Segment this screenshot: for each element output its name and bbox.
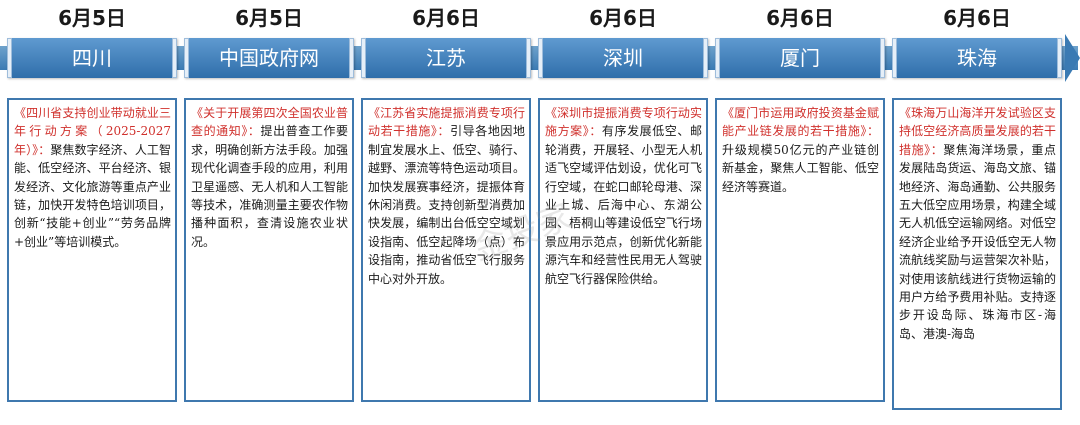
tab-edge-right xyxy=(880,38,885,78)
column-zhuhai: 6月6日 珠海 《珠海万山海洋开发试验区支持低空经济高质量发展的若干措施》：聚焦… xyxy=(892,0,1062,425)
column-sichuan: 6月5日 四川 《四川省支持创业带动就业三年行动方案（2025-2027年）》：… xyxy=(7,0,177,425)
policy-body: 有序发展低空、邮轮消费，开展轻、小型无人机适飞空域评估划设，优化可飞行空域，在蛇… xyxy=(545,124,702,286)
column-jiangsu: 6月6日 江苏 《江苏省实施提振消费专项行动若干措施》：引导各地因地制宜发展水上… xyxy=(361,0,531,425)
tab-edge-right xyxy=(526,38,531,78)
region-name: 珠海 xyxy=(957,46,997,70)
tab-edge-left xyxy=(7,38,12,78)
tab-edge-right xyxy=(172,38,177,78)
region-name: 厦门 xyxy=(780,46,820,70)
region-tab: 江苏 xyxy=(361,38,531,78)
policy-card: 《江苏省实施提振消费专项行动若干措施》：引导各地因地制宜发展水上、低空、骑行、越… xyxy=(361,98,531,402)
column-xiamen: 6月6日 厦门 《厦门市运用政府投资基金赋能产业链发展的若干措施》：升级规模50… xyxy=(715,0,885,425)
policy-body: 引导各地因地制宜发展水上、低空、骑行、越野、漂流等特色运动项目。加快发展赛事经济… xyxy=(368,124,525,286)
policy-title: 《江苏省实施提振消费专项行动若干措施》： xyxy=(368,106,525,139)
policy-card: 《四川省支持创业带动就业三年行动方案（2025-2027年）》：聚焦数字经济、人… xyxy=(7,98,177,402)
date-label: 6月6日 xyxy=(589,6,657,30)
tab-edge-left xyxy=(892,38,897,78)
policy-title: 《珠海万山海洋开发试验区支持低空经济高质量发展的若干措施》： xyxy=(899,106,1056,157)
date-label: 6月5日 xyxy=(235,6,303,30)
region-tab: 深圳 xyxy=(538,38,708,78)
policy-card: 《珠海万山海洋开发试验区支持低空经济高质量发展的若干措施》：聚焦海洋场景，重点发… xyxy=(892,98,1062,410)
policy-title: 《深圳市提振消费专项行动实施方案》： xyxy=(545,106,702,139)
tab-edge-right xyxy=(1057,38,1062,78)
date-label: 6月6日 xyxy=(943,6,1011,30)
tab-edge-left xyxy=(184,38,189,78)
policy-card: 《深圳市提振消费专项行动实施方案》：有序发展低空、邮轮消费，开展轻、小型无人机适… xyxy=(538,98,708,402)
column-central-government: 6月5日 中国政府网 《关于开展第四次全国农业普查的通知》：提出普查工作要求，明… xyxy=(184,0,354,425)
policy-body: 聚焦海洋场景，重点发展陆岛货运、海岛文旅、锚地经济、海岛通勤、公共服务五大低空应… xyxy=(899,142,1056,341)
date-label: 6月6日 xyxy=(766,6,834,30)
tab-edge-right xyxy=(703,38,708,78)
region-tab: 珠海 xyxy=(892,38,1062,78)
date-label: 6月6日 xyxy=(412,6,480,30)
tab-edge-right xyxy=(349,38,354,78)
region-tab: 厦门 xyxy=(715,38,885,78)
region-tab: 四川 xyxy=(7,38,177,78)
policy-card: 《关于开展第四次全国农业普查的通知》：提出普查工作要求，明确创新方法手段。加强现… xyxy=(184,98,354,402)
region-name: 深圳 xyxy=(603,46,643,70)
date-label: 6月5日 xyxy=(58,6,126,30)
policy-title: 《厦门市运用政府投资基金赋能产业链发展的若干措施》： xyxy=(722,106,879,139)
column-shenzhen: 6月6日 深圳 《深圳市提振消费专项行动实施方案》：有序发展低空、邮轮消费，开展… xyxy=(538,0,708,425)
region-name: 中国政府网 xyxy=(219,46,319,70)
policy-body: 提出普查工作要求，明确创新方法手段。加强现代化调查手段的应用，利用卫星遥感、无人… xyxy=(191,124,348,249)
policy-title: 《四川省支持创业带动就业三年行动方案（2025-2027年）》： xyxy=(14,106,171,157)
policy-card: 《厦门市运用政府投资基金赋能产业链发展的若干措施》：升级规模50亿元的产业链创新… xyxy=(715,98,885,402)
region-name: 江苏 xyxy=(426,46,466,70)
timeline-arrow-head xyxy=(1065,34,1080,82)
tab-edge-left xyxy=(361,38,366,78)
policy-title: 《关于开展第四次全国农业普查的通知》： xyxy=(191,106,348,139)
tab-edge-left xyxy=(715,38,720,78)
region-tab: 中国政府网 xyxy=(184,38,354,78)
region-name: 四川 xyxy=(72,46,112,70)
policy-body: 聚焦数字经济、人工智能、低空经济、平台经济、银发经济、文化旅游等重点产业链，加快… xyxy=(14,142,171,249)
tab-edge-left xyxy=(538,38,543,78)
policy-body: 升级规模50亿元的产业链创新基金，聚焦人工智能、低空经济等赛道。 xyxy=(722,142,879,194)
